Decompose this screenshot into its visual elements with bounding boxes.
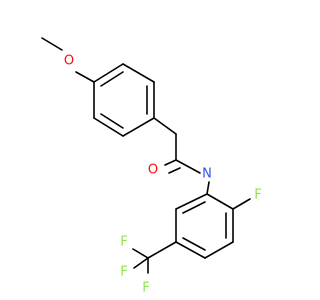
bond [206,181,210,195]
bond [153,117,177,135]
bond [206,193,234,210]
atom-labels: O O N F F F F [64,54,262,296]
bond [147,241,177,259]
bond [100,113,124,129]
atom-o-carbonyl: O [148,163,158,178]
bonds [41,37,251,274]
bond [175,193,208,210]
atom-f-cf3-1: F [142,281,149,296]
bond [204,241,234,259]
atom-f-aryl: F [254,188,261,203]
bond [41,37,63,51]
molecule-diagram: O O N F F F F [41,37,262,296]
atom-o-methoxy: O [64,54,74,69]
atom-n-amide: N [202,167,212,182]
atom-f-cf3-2: F [120,235,127,250]
bond [122,117,155,137]
bond [132,248,149,259]
bond [93,117,124,137]
bond [168,167,181,174]
bond [175,241,206,259]
bond [122,63,155,83]
bond [232,198,251,210]
bond [175,159,201,174]
atom-f-cf3-3: F [120,265,127,280]
bond [100,71,124,87]
bond [93,63,124,83]
bond [133,257,149,269]
bond [164,159,177,166]
bond [75,71,95,83]
bond [182,201,206,214]
bond [182,237,206,251]
